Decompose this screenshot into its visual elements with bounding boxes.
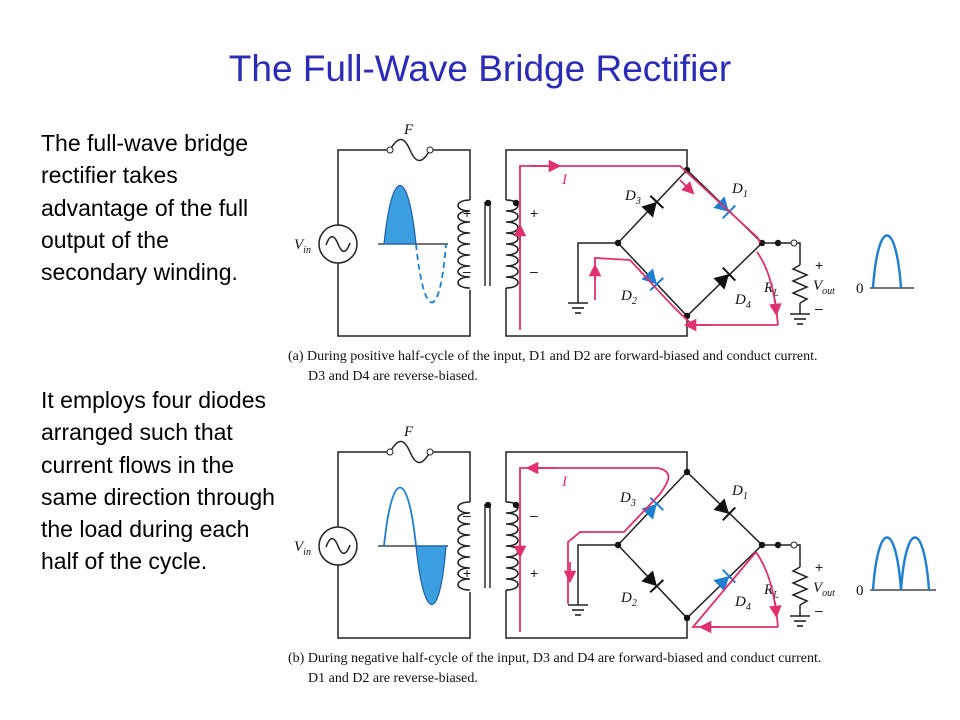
input-wave-positive bbox=[383, 184, 417, 245]
svg-text:+: + bbox=[815, 559, 823, 575]
svg-text:+: + bbox=[463, 205, 471, 221]
load-resistor-icon bbox=[791, 264, 809, 304]
svg-text:–: – bbox=[463, 507, 471, 523]
transformer-icon bbox=[457, 501, 520, 591]
description-paragraph-1: The full-wave bridge rectifier takes adv… bbox=[41, 130, 249, 286]
svg-text:0: 0 bbox=[856, 281, 864, 297]
load-resistor-icon bbox=[791, 566, 809, 606]
diode-d3 bbox=[641, 195, 665, 218]
output-wave-a bbox=[871, 234, 903, 289]
svg-text:0: 0 bbox=[856, 583, 864, 599]
svg-text:D1: D1 bbox=[731, 483, 748, 502]
page-title: The Full-Wave Bridge Rectifier bbox=[228, 48, 732, 89]
caption-a-line1: (a) During positive half-cycle of the in… bbox=[288, 349, 817, 364]
svg-text:–: – bbox=[463, 263, 471, 279]
svg-text:D2: D2 bbox=[620, 288, 637, 307]
diode-d1 bbox=[713, 498, 737, 522]
svg-text:D4: D4 bbox=[734, 292, 751, 311]
svg-text:D1: D1 bbox=[731, 181, 748, 200]
caption-b-line1: (b) During negative half-cycle of the in… bbox=[288, 651, 821, 666]
svg-text:+: + bbox=[530, 205, 538, 221]
ground-icon bbox=[568, 604, 588, 616]
svg-text:I: I bbox=[561, 474, 568, 490]
svg-text:+: + bbox=[530, 565, 538, 581]
svg-text:RL: RL bbox=[763, 280, 779, 299]
diode-d2 bbox=[641, 268, 665, 291]
figure-a-positive-half-cycle: F Vin + – + – bbox=[288, 122, 914, 384]
svg-text:D2: D2 bbox=[620, 590, 637, 609]
ac-source-icon bbox=[318, 224, 358, 264]
rectifier-figures: F Vin + – + – bbox=[288, 122, 936, 686]
caption-b-line2: D1 and D2 are reverse-biased. bbox=[308, 671, 478, 686]
fuse-label: F bbox=[403, 122, 414, 138]
svg-text:+: + bbox=[463, 565, 471, 581]
svg-text:Vin: Vin bbox=[294, 539, 311, 558]
svg-text:Vout: Vout bbox=[813, 278, 835, 297]
input-wave-negative bbox=[415, 545, 447, 606]
current-path-b bbox=[519, 467, 779, 632]
fuse-icon bbox=[389, 440, 431, 464]
svg-text:Vin: Vin bbox=[294, 237, 311, 256]
fuse-icon bbox=[389, 138, 431, 162]
svg-text:D3: D3 bbox=[619, 490, 636, 509]
input-wave-positive bbox=[383, 486, 417, 547]
output-wave-b bbox=[871, 536, 931, 591]
ac-source-icon bbox=[318, 526, 358, 566]
svg-text:Vout: Vout bbox=[813, 580, 835, 599]
svg-text:–: – bbox=[815, 602, 823, 618]
ground-icon bbox=[568, 302, 588, 314]
svg-text:–: – bbox=[530, 263, 538, 279]
caption-a-line2: D3 and D4 are reverse-biased. bbox=[308, 369, 478, 384]
diode-d3 bbox=[641, 497, 665, 520]
vin-subscript: in bbox=[303, 245, 311, 256]
diode-d4 bbox=[713, 266, 737, 290]
svg-text:I: I bbox=[561, 172, 568, 188]
svg-text:D4: D4 bbox=[734, 594, 751, 613]
transformer-icon bbox=[457, 199, 520, 289]
svg-text:–: – bbox=[530, 507, 538, 523]
description-paragraph-2: It employs four diodes arranged such tha… bbox=[41, 387, 275, 575]
diode-d2 bbox=[641, 570, 665, 593]
svg-text:–: – bbox=[815, 300, 823, 316]
svg-text:RL: RL bbox=[763, 582, 779, 601]
figure-b-negative-half-cycle: F Vin – + – + bbox=[288, 424, 936, 686]
input-wave-negative bbox=[415, 243, 447, 304]
svg-text:D3: D3 bbox=[624, 188, 641, 207]
svg-text:+: + bbox=[815, 257, 823, 273]
svg-text:F: F bbox=[403, 424, 414, 440]
vin-label: V bbox=[294, 237, 305, 253]
